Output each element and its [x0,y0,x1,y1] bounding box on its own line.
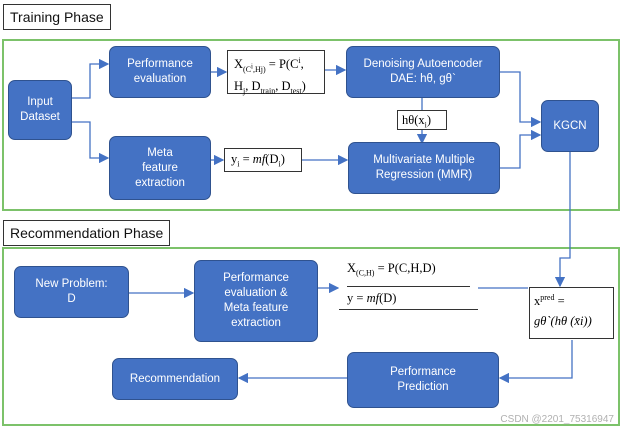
performance-evaluation-box: Performance evaluation [109,46,211,98]
input-dataset-box: Input Dataset [8,80,72,140]
perf-meta-extraction-box: Performance evaluation & Meta feature ex… [194,260,318,342]
new-problem-box: New Problem: D [14,266,129,318]
mmr-box: Multivariate Multiple Regression (MMR) [348,142,500,194]
meta-feature-extraction-box: Meta feature extraction [109,136,211,200]
h-theta-formula: hθ(xi) [397,110,447,130]
xy-formula: X(C,H) = P(C,H,D) y = mf(D) [339,256,478,310]
meta-feature-formula: yi = mf(Di) [224,148,302,172]
recommendation-phase-label: Recommendation Phase [3,220,171,246]
performance-formula: X(Ci,Hj) = P(Ci, Hj, Dtrain, Dtest) [227,50,325,95]
denoising-autoencoder-box: Denoising Autoencoder DAE: hθ, gθ` [346,46,500,98]
prediction-formula: xpred = gθ`(hθ (x̄i)) [529,287,614,339]
recommendation-box: Recommendation [112,358,238,400]
watermark: CSDN @2201_75316947 [500,414,614,425]
performance-prediction-box: Performance Prediction [347,352,499,408]
training-phase-label: Training Phase [3,4,111,30]
kgcn-box: KGCN [541,100,599,152]
